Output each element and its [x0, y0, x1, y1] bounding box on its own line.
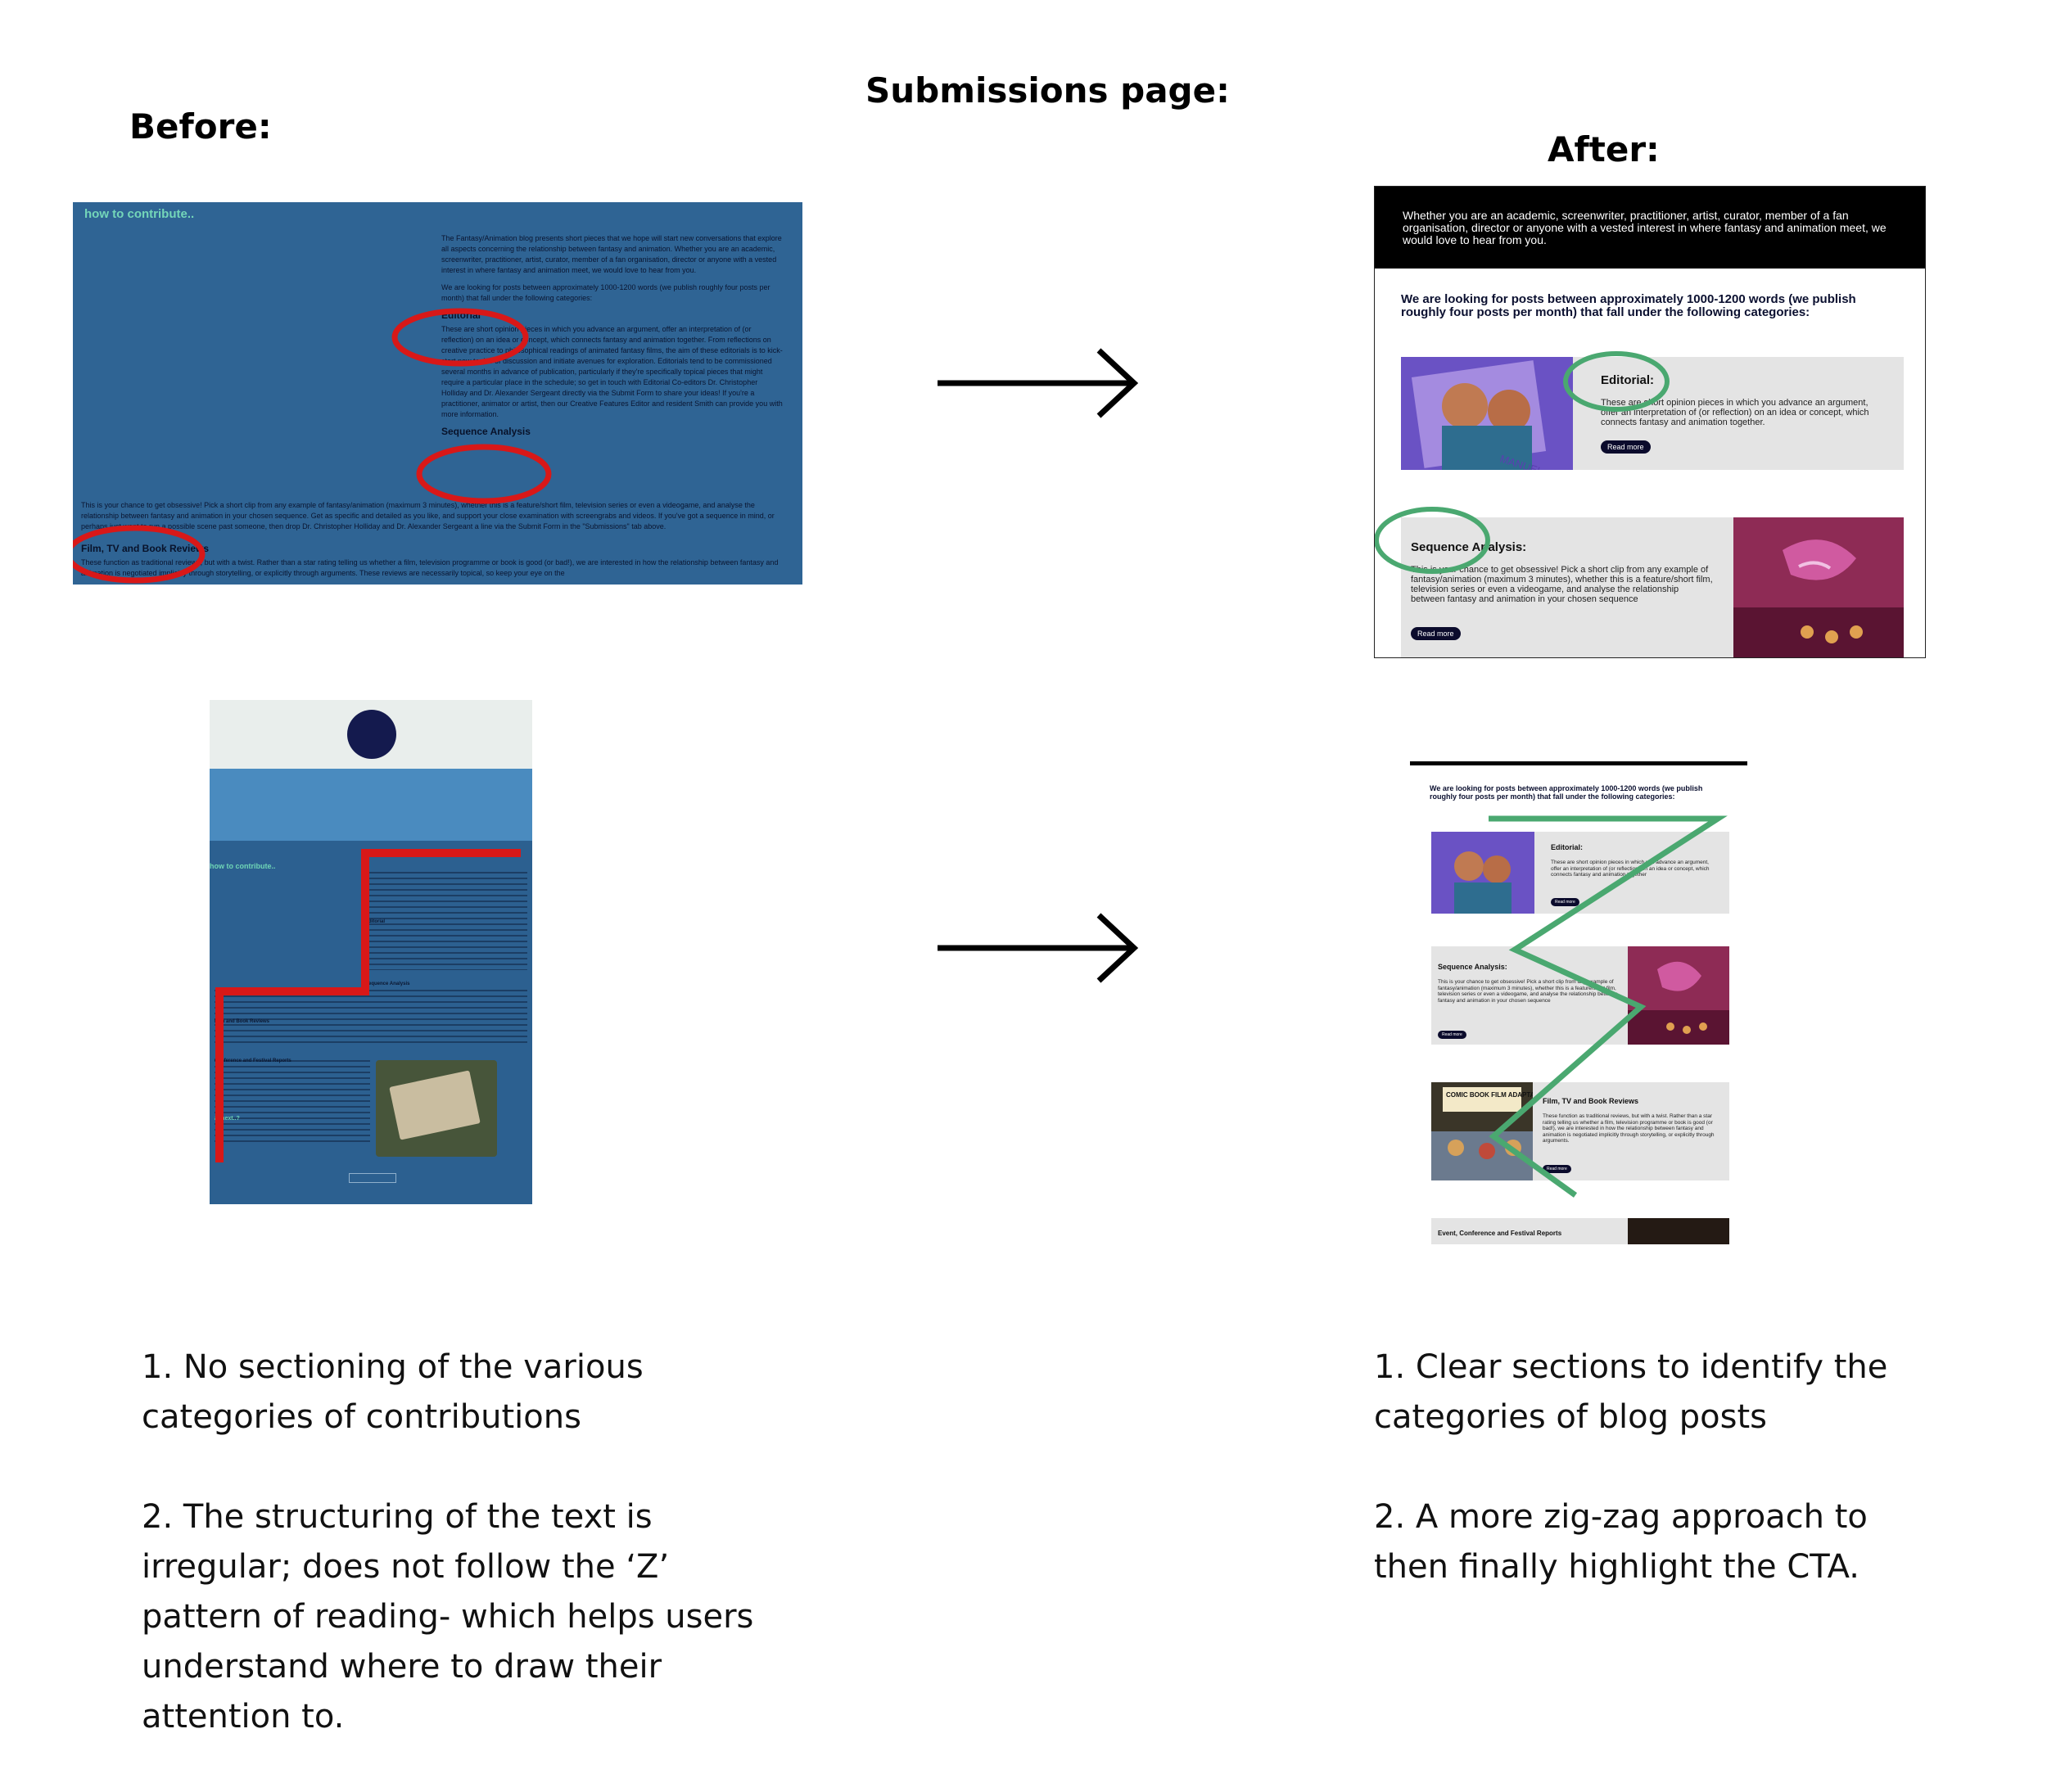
- card-heading: Editorial:: [1551, 843, 1584, 851]
- film-card: COMIC BOOK FILM ADAPTATION Film, TV and …: [1431, 1082, 1729, 1180]
- after-label: After:: [1548, 129, 1660, 169]
- before-note-2: 2. The structuring of the text is irregu…: [142, 1498, 754, 1736]
- film-image: COMIC BOOK FILM ADAPTATION: [1431, 1082, 1533, 1180]
- top-rule: [1410, 761, 1747, 765]
- logo: [347, 710, 396, 759]
- editorial-image: [1431, 832, 1534, 914]
- card-text: This is your chance to get obsessive! Pi…: [1411, 565, 1713, 604]
- card-heading: Editorial:: [1601, 373, 1655, 387]
- sequence-image: [1628, 946, 1729, 1045]
- film-text: These function as traditional reviews, b…: [81, 558, 779, 577]
- card-text: These are short opinion pieces in which …: [1551, 860, 1710, 878]
- read-more-button[interactable]: Read more: [1601, 440, 1651, 454]
- arrow-right-icon: [938, 913, 1139, 983]
- text-block: [365, 872, 527, 970]
- read-more-button[interactable]: Read more: [1551, 898, 1579, 906]
- sequence-heading: Sequence Analysis: [365, 982, 410, 986]
- event-card: Event, Conference and Festival Reports: [1431, 1218, 1729, 1244]
- sequence-card: Sequence Analysis: This is your chance t…: [1431, 946, 1729, 1045]
- cta-button[interactable]: [349, 1173, 396, 1183]
- after-screenshot-2: We are looking for posts between approxi…: [1410, 761, 1754, 1244]
- intro-banner: Whether you are an academic, screenwrite…: [1375, 187, 1925, 269]
- before-notes: 1. No sectioning of the various categori…: [142, 1343, 797, 1792]
- intro-text: We are looking for posts between approxi…: [1401, 292, 1856, 319]
- sequence-image: [1733, 517, 1904, 657]
- before-text-column: The Fantasy/Animation blog presents shor…: [441, 233, 785, 440]
- before-label: Before:: [129, 106, 272, 147]
- before-note-1: 1. No sectioning of the various categori…: [142, 1348, 644, 1436]
- image-caption: COMIC BOOK FILM ADAPTATION: [1446, 1091, 1533, 1099]
- before-screenshot-2: how to contribute.. Editorial Sequence A…: [210, 700, 532, 1204]
- card-heading: Sequence Analysis:: [1438, 963, 1507, 971]
- text-block: [215, 990, 527, 1047]
- green-zigzag-highlight: [1489, 815, 1728, 1198]
- after-notes: 1. Clear sections to identify the catego…: [1374, 1343, 1947, 1642]
- sequence-card: Sequence Analysis: This is your chance t…: [1401, 517, 1904, 657]
- arrow-right-icon: [938, 348, 1139, 418]
- red-circle-highlights: [73, 308, 552, 584]
- card-heading: Sequence Analysis:: [1411, 540, 1527, 554]
- section-title: how to contribute..: [84, 207, 195, 221]
- text-block: [215, 1060, 370, 1142]
- editorial-text: These are short opinion pieces in which …: [441, 325, 783, 418]
- green-circle-highlights: [1375, 351, 1670, 574]
- editorial-card: Editorial: These are short opinion piece…: [1431, 832, 1729, 914]
- editorial-card: MANUEL Editorial: These are short opinio…: [1401, 357, 1904, 470]
- book-image: [376, 1060, 497, 1157]
- card-text: These are short opinion pieces in which …: [1601, 398, 1869, 427]
- film-heading: Film, TV and Book Reviews: [81, 543, 210, 554]
- editorial-image: MANUEL: [1401, 357, 1573, 470]
- after-screenshot-1: Whether you are an academic, screenwrite…: [1374, 186, 1926, 658]
- after-note-1: 1. Clear sections to identify the catego…: [1374, 1348, 1888, 1436]
- card-text: This is your chance to get obsessive! Pi…: [1438, 979, 1618, 1004]
- card-heading: Film, TV and Book Reviews: [1543, 1097, 1639, 1105]
- intro-paragraph: The Fantasy/Animation blog presents shor…: [441, 234, 782, 274]
- page-title: Submissions page:: [865, 70, 1230, 111]
- hero-banner: [210, 769, 532, 841]
- card-text: These function as traditional reviews, b…: [1543, 1113, 1715, 1144]
- red-path-highlight: [215, 849, 521, 1162]
- before-screenshot-1: how to contribute.. The Fantasy/Animatio…: [73, 202, 802, 585]
- read-more-button[interactable]: Read more: [1411, 627, 1461, 640]
- intro-text: We are looking for posts between approxi…: [1430, 784, 1703, 801]
- section-title: how to contribute..: [210, 862, 276, 870]
- read-more-button[interactable]: Read more: [1543, 1165, 1571, 1173]
- sequence-text: This is your chance to get obsessive! Pi…: [81, 501, 775, 530]
- next-heading: at next..?: [215, 1116, 240, 1122]
- words-paragraph: We are looking for posts between approxi…: [441, 283, 770, 302]
- editorial-heading: Editorial: [365, 919, 386, 924]
- after-note-2: 2. A more zig-zag approach to then final…: [1374, 1498, 1868, 1586]
- card-heading: Event, Conference and Festival Reports: [1438, 1230, 1562, 1237]
- sequence-heading: Sequence Analysis: [441, 426, 531, 437]
- event-image: [1628, 1218, 1729, 1244]
- read-more-button[interactable]: Read more: [1438, 1031, 1466, 1039]
- banner-text: Whether you are an academic, screenwrite…: [1403, 209, 1887, 246]
- event-heading: Conference and Festival Reports: [215, 1058, 291, 1063]
- film-heading: Film and Book Reviews: [215, 1019, 270, 1024]
